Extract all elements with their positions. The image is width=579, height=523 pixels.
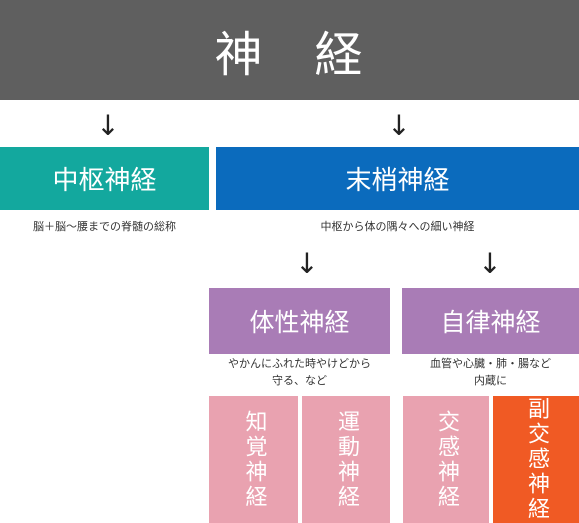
arrow-to-autonomic: ↓ <box>478 247 502 280</box>
motor-nerve-box: 運動神経 <box>302 396 390 523</box>
peripheral-nervous-box: 末梢神経 <box>216 147 579 210</box>
central-nervous-box: 中枢神経 <box>0 147 209 210</box>
sympathetic-nerve-box: 交感神経 <box>403 396 489 523</box>
sensory-nerve-box: 知覚神経 <box>209 396 298 523</box>
arrow-to-peripheral: ↓ <box>387 109 411 142</box>
somatic-description: やかんにふれた時やけどから 守る、など <box>209 355 390 389</box>
autonomic-nervous-box: 自律神経 <box>402 288 579 354</box>
diagram-title: 神 経 <box>0 0 579 100</box>
somatic-nervous-box: 体性神経 <box>209 288 390 354</box>
parasympathetic-nerve-box: 副交感神経 <box>493 396 579 523</box>
autonomic-description-line1: 血管や心臓・肺・腸など <box>430 357 551 370</box>
arrow-to-central: ↓ <box>96 109 120 142</box>
arrow-to-somatic: ↓ <box>295 247 319 280</box>
autonomic-description: 血管や心臓・肺・腸など 内蔵に <box>402 355 579 389</box>
peripheral-description: 中枢から体の隅々への細い神経 <box>320 220 475 233</box>
central-description: 脳＋脳〜腰までの脊髄の総称 <box>33 220 176 233</box>
somatic-description-line2: 守る、など <box>272 374 327 387</box>
autonomic-description-line2: 内蔵に <box>474 374 507 387</box>
somatic-description-line1: やかんにふれた時やけどから <box>228 357 371 370</box>
